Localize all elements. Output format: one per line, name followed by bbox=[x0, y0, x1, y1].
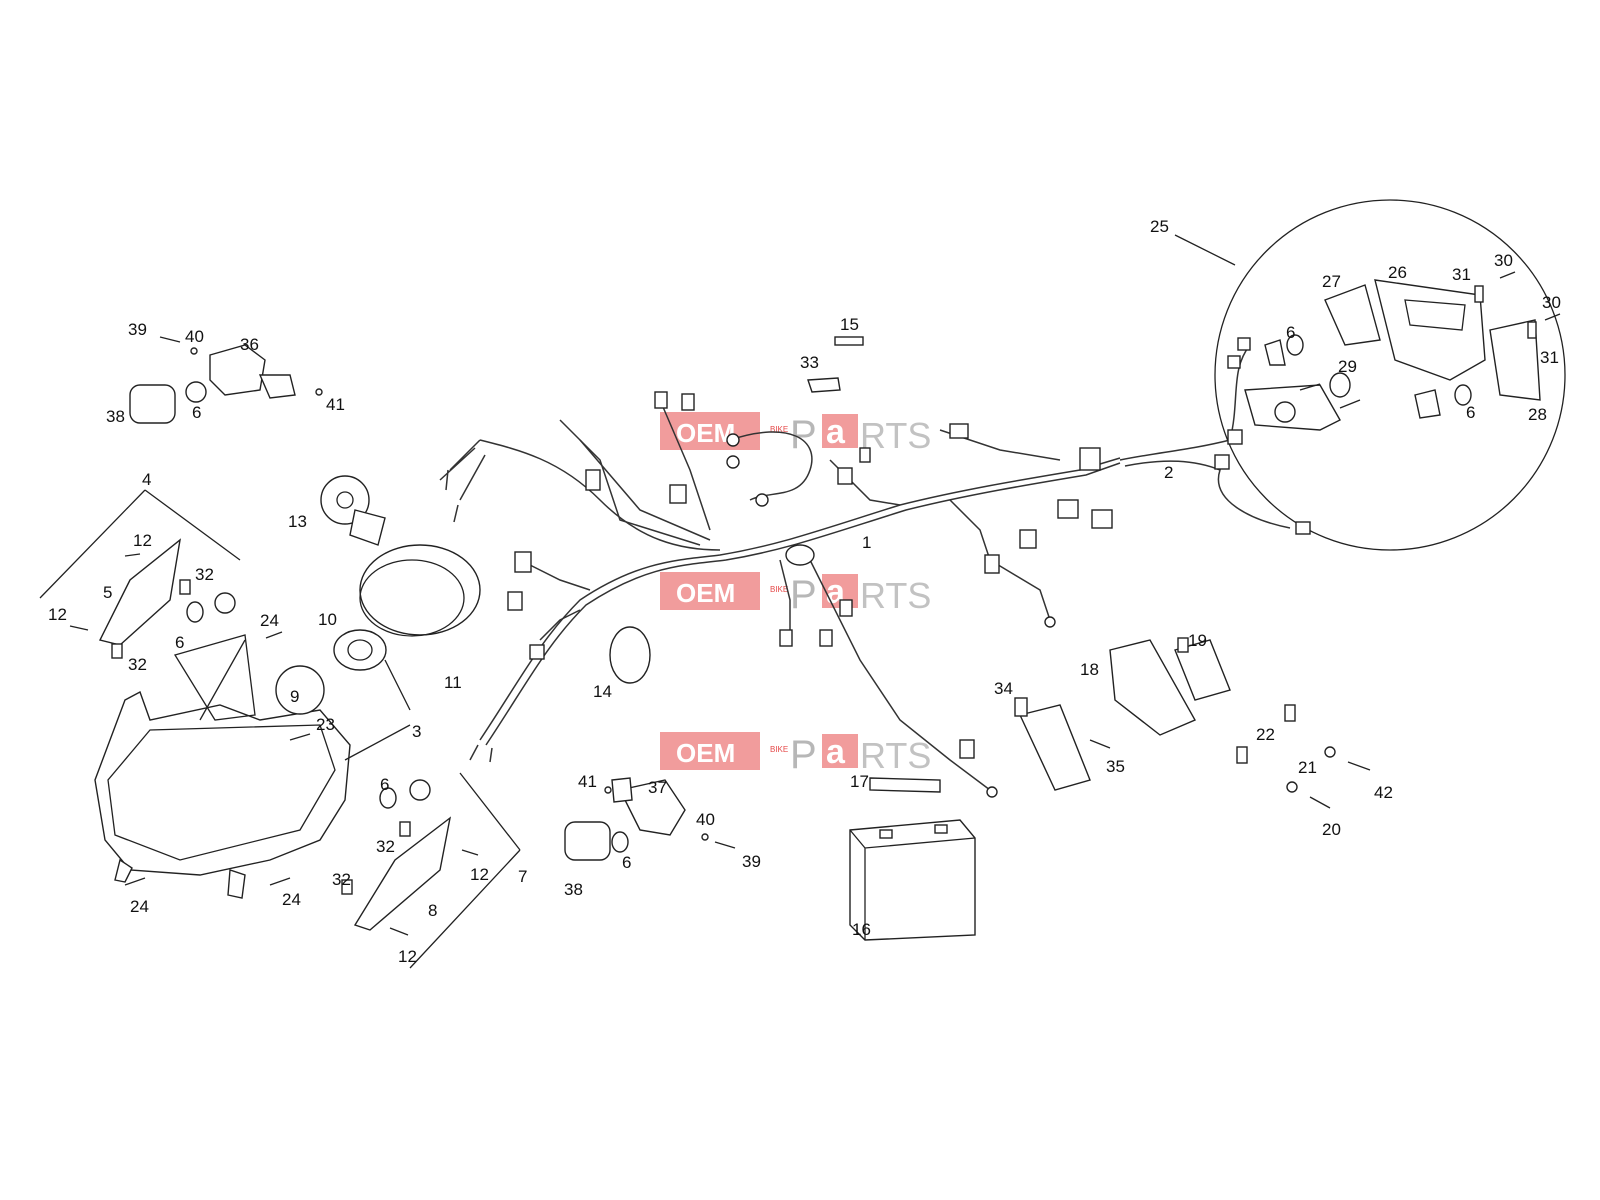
callout-40-b: 40 bbox=[696, 810, 715, 829]
callout-14: 14 bbox=[593, 682, 612, 701]
callout-7: 7 bbox=[518, 867, 527, 886]
callout-6-tail-left: 6 bbox=[1286, 323, 1295, 342]
callout-29: 29 bbox=[1338, 357, 1357, 376]
rear-light-detail bbox=[1119, 199, 1566, 551]
callout-12-a: 12 bbox=[133, 531, 152, 550]
callout-41-b: 41 bbox=[578, 772, 597, 791]
callout-1: 1 bbox=[862, 533, 871, 552]
watermark: OEM BIKE P a RTS OEM BIKE P a RTS OEM BI… bbox=[660, 412, 931, 777]
callout-23: 23 bbox=[316, 715, 335, 734]
callout-8: 8 bbox=[428, 901, 437, 920]
svg-text:OEM: OEM bbox=[676, 418, 735, 448]
callout-40-a: 40 bbox=[185, 327, 204, 346]
callout-12-b: 12 bbox=[48, 605, 67, 624]
callout-27: 27 bbox=[1322, 272, 1341, 291]
callout-13: 13 bbox=[288, 512, 307, 531]
callout-2: 2 bbox=[1164, 463, 1173, 482]
watermark-top: OEM BIKE P a RTS bbox=[660, 412, 931, 457]
callout-38-b: 38 bbox=[564, 880, 583, 899]
svg-text:RTS: RTS bbox=[860, 415, 931, 456]
callout-12-c: 12 bbox=[470, 865, 489, 884]
watermark-bottom: OEM BIKE P a RTS bbox=[660, 732, 931, 777]
callout-30-b: 30 bbox=[1542, 293, 1561, 312]
svg-text:P: P bbox=[790, 573, 817, 617]
svg-text:RTS: RTS bbox=[860, 735, 931, 776]
svg-text:a: a bbox=[826, 733, 846, 771]
callout-30-a: 30 bbox=[1494, 251, 1513, 270]
callout-16: 16 bbox=[852, 920, 871, 939]
callout-20: 20 bbox=[1322, 820, 1341, 839]
callout-28: 28 bbox=[1528, 405, 1547, 424]
callout-5: 5 bbox=[103, 583, 112, 602]
headlight-assembly bbox=[39, 475, 651, 969]
callout-38-a: 38 bbox=[106, 407, 125, 426]
callout-36: 36 bbox=[240, 335, 259, 354]
callout-12-d: 12 bbox=[398, 947, 417, 966]
callout-11: 11 bbox=[444, 673, 462, 692]
callout-39-a: 39 bbox=[128, 320, 147, 339]
callout-6-headlight-left: 6 bbox=[175, 633, 184, 652]
callout-labels: 1 2 3 4 5 6 6 6 6 6 6 7 8 9 10 11 12 12 … bbox=[48, 217, 1561, 966]
callout-24-a: 24 bbox=[260, 611, 279, 630]
callout-10: 10 bbox=[318, 610, 337, 629]
callout-19: 19 bbox=[1188, 631, 1207, 650]
callout-4: 4 bbox=[142, 470, 151, 489]
callout-34: 34 bbox=[994, 679, 1013, 698]
callout-21: 21 bbox=[1298, 758, 1317, 777]
callout-37: 37 bbox=[648, 778, 667, 797]
svg-text:a: a bbox=[826, 413, 846, 451]
callout-9: 9 bbox=[290, 687, 299, 706]
svg-text:P: P bbox=[790, 733, 817, 777]
callout-6-headlight-right: 6 bbox=[380, 775, 389, 794]
battery-and-relays bbox=[807, 336, 1371, 941]
callout-32-b: 32 bbox=[128, 655, 147, 674]
callout-25: 25 bbox=[1150, 217, 1169, 236]
front-turn-signal-left bbox=[129, 336, 323, 424]
callout-26: 26 bbox=[1388, 263, 1407, 282]
callout-32-d: 32 bbox=[332, 870, 351, 889]
svg-text:BIKE: BIKE bbox=[770, 745, 788, 754]
callout-15: 15 bbox=[840, 315, 859, 334]
callout-33: 33 bbox=[800, 353, 819, 372]
watermark-middle: OEM BIKE P a RTS bbox=[660, 572, 931, 617]
main-wiring-harness bbox=[439, 391, 1121, 798]
svg-text:BIKE: BIKE bbox=[770, 425, 788, 434]
callout-22: 22 bbox=[1256, 725, 1275, 744]
svg-text:RTS: RTS bbox=[860, 575, 931, 616]
callout-31-a: 31 bbox=[1452, 265, 1471, 284]
callout-39-b: 39 bbox=[742, 852, 761, 871]
svg-text:OEM: OEM bbox=[676, 738, 735, 768]
callout-24-c: 24 bbox=[282, 890, 301, 909]
callout-41-a: 41 bbox=[326, 395, 345, 414]
rear-turn-signal bbox=[564, 777, 736, 861]
callout-6-rear-signal: 6 bbox=[622, 853, 631, 872]
callout-42: 42 bbox=[1374, 783, 1393, 802]
callout-24-b: 24 bbox=[130, 897, 149, 916]
callout-17: 17 bbox=[850, 772, 869, 791]
callout-31-b: 31 bbox=[1540, 348, 1559, 367]
callout-35: 35 bbox=[1106, 757, 1125, 776]
callout-3: 3 bbox=[412, 722, 421, 741]
callout-32-c: 32 bbox=[376, 837, 395, 856]
callout-6-tail-right: 6 bbox=[1466, 403, 1475, 422]
svg-text:OEM: OEM bbox=[676, 578, 735, 608]
svg-text:BIKE: BIKE bbox=[770, 585, 788, 594]
callout-18: 18 bbox=[1080, 660, 1099, 679]
callout-6-front-signal: 6 bbox=[192, 403, 201, 422]
callout-32-a: 32 bbox=[195, 565, 214, 584]
